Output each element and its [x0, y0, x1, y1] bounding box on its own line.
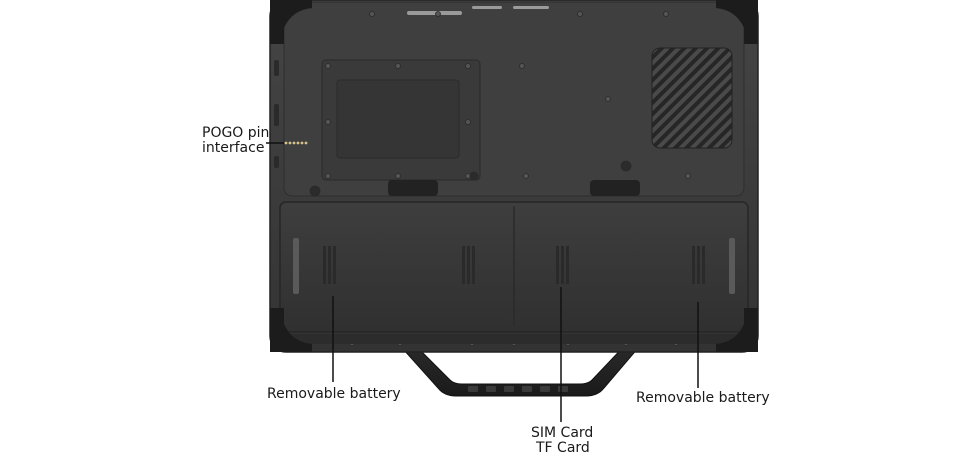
callout-leaders [266, 142, 699, 422]
bottom-strip [280, 334, 748, 344]
battery-right-label-text: Removable battery [636, 390, 770, 406]
sim-tf-card-label: SIM Card TF Card [531, 426, 593, 456]
corner-bumpers [270, 0, 758, 352]
sim-card-label-text: SIM Card [531, 425, 594, 441]
battery-bay [279, 201, 749, 333]
rubber-feet [388, 180, 640, 196]
battery-left-label: Removable battery [267, 387, 401, 402]
pogo-pin-label: POGO pin interface [202, 126, 269, 156]
pogo-pins [284, 141, 308, 145]
cooling-vent [651, 47, 733, 149]
tf-card-label-text: TF Card [536, 440, 590, 456]
battery-right-label: Removable battery [636, 391, 770, 406]
battery-left-label-text: Removable battery [267, 386, 401, 402]
side-buttons [274, 60, 279, 168]
service-hatch [321, 59, 481, 181]
pogo-pin-label-line2: interface [202, 140, 265, 156]
top-port-slots [407, 6, 549, 15]
pogo-pin-label-line1: POGO pin [202, 125, 270, 141]
